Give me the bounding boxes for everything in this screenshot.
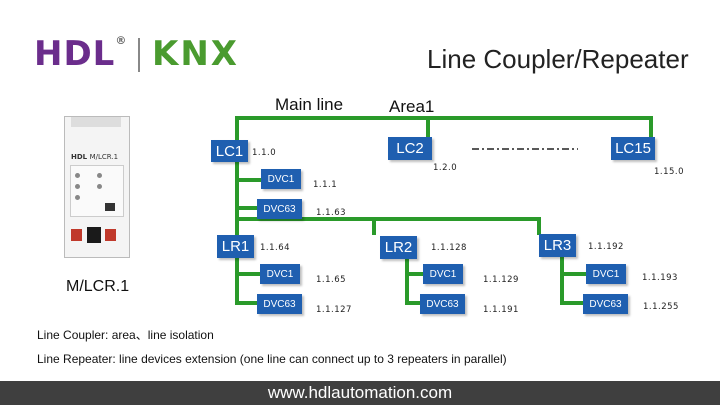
- main-line-label: Main line: [275, 95, 344, 114]
- device-led-5: [97, 184, 102, 189]
- address-1-1-64: 1.1.64: [260, 243, 291, 253]
- device-brand: HDL: [71, 153, 88, 161]
- device-led-1: [75, 173, 80, 178]
- lr1-branch-dvc63: [235, 301, 260, 305]
- line1-branch-dvc63: [235, 206, 260, 210]
- line-coupler-lc15: LC15: [611, 137, 655, 160]
- device-model-label: M/LCR.1: [66, 278, 130, 295]
- lr3-branch-dvc1: [560, 272, 587, 276]
- knx-logo-text: KNX: [152, 34, 240, 74]
- device-terminal-right: [105, 229, 116, 241]
- footer-bar: www.hdlautomation.com: [0, 381, 720, 405]
- lr2-segment-vertical: [405, 257, 409, 305]
- area-dashed-connector: [472, 148, 578, 150]
- address-1-1-192: 1.1.192: [588, 242, 624, 252]
- logo-divider: [138, 38, 140, 72]
- registered-mark: ®: [115, 34, 128, 47]
- device-button: [105, 203, 115, 211]
- device-terminal-left: [71, 229, 82, 241]
- line1-branch-dvc1: [235, 178, 262, 182]
- address-1-15-0: 1.15.0: [654, 167, 685, 177]
- lr2-branch-dvc1: [405, 272, 425, 276]
- repeater-note: Line Repeater: line devices extension (o…: [37, 352, 507, 366]
- device-photo: HDL M/LCR.1: [64, 116, 130, 258]
- address-1-1-1: 1.1.1: [313, 180, 338, 190]
- area-label: Area1: [389, 97, 435, 116]
- knx-logo: KNX: [152, 34, 239, 74]
- device-lr2-dvc1: DVC1: [423, 264, 463, 284]
- address-1-1-65: 1.1.65: [316, 275, 347, 285]
- line1-to-lr3-drop: [537, 217, 541, 235]
- line-coupler-lc1: LC1: [211, 140, 248, 162]
- device-lr3-dvc63: DVC63: [583, 294, 628, 314]
- address-1-1-129: 1.1.129: [483, 275, 519, 285]
- address-1-1-127: 1.1.127: [316, 305, 352, 315]
- address-1-1-193: 1.1.193: [642, 273, 678, 283]
- coupler-note: Line Coupler: area、line isolation: [37, 328, 214, 342]
- device-line1-dvc63: DVC63: [257, 199, 302, 219]
- line1-to-lr2-drop: [372, 217, 376, 235]
- device-lr1-dvc63: DVC63: [257, 294, 302, 314]
- device-top-cap: [71, 117, 121, 127]
- main-bus-drop-lc15: [649, 116, 653, 142]
- device-brand-text: HDL M/LCR.1: [71, 153, 118, 161]
- page-title: Line Coupler/Repeater: [427, 44, 689, 74]
- hdl-logo-text: HDL: [34, 34, 116, 74]
- line-repeater-lr1: LR1: [217, 235, 254, 258]
- main-bus-line: [235, 116, 653, 120]
- line-repeater-lr3: LR3: [539, 234, 576, 257]
- lr1-segment-vertical: [235, 257, 239, 305]
- address-1-1-191: 1.1.191: [483, 305, 519, 315]
- address-1-1-63: 1.1.63: [316, 208, 347, 218]
- address-1-1-0: 1.1.0: [252, 148, 277, 158]
- address-1-2-0: 1.2.0: [433, 163, 458, 173]
- lr1-branch-dvc1: [235, 272, 262, 276]
- line1-to-lr3-horizontal: [375, 217, 540, 221]
- device-terminal-mid: [87, 227, 101, 243]
- lr3-branch-dvc63: [560, 301, 585, 305]
- lr2-branch-dvc63: [405, 301, 423, 305]
- address-1-1-128: 1.1.128: [431, 243, 467, 253]
- device-led-3: [75, 195, 80, 200]
- address-1-1-255: 1.1.255: [643, 302, 679, 312]
- device-lr3-dvc1: DVC1: [586, 264, 626, 284]
- line-coupler-lc2: LC2: [388, 137, 432, 160]
- device-led-2: [75, 184, 80, 189]
- device-led-4: [97, 173, 102, 178]
- line1-vertical: [235, 160, 239, 235]
- hdl-logo: HDL®: [34, 34, 127, 74]
- line-repeater-lr2: LR2: [380, 236, 417, 259]
- footer-url: www.hdlautomation.com: [267, 383, 453, 402]
- device-model-face: M/LCR.1: [89, 153, 119, 161]
- line1-to-lr2-horizontal: [235, 217, 375, 221]
- device-line1-dvc1: DVC1: [261, 169, 301, 189]
- device-lr1-dvc1: DVC1: [260, 264, 300, 284]
- device-lr2-dvc63: DVC63: [420, 294, 465, 314]
- lr3-segment-vertical: [560, 257, 564, 305]
- main-bus-drop-lc1: [235, 116, 239, 142]
- main-bus-drop-lc2: [426, 116, 430, 142]
